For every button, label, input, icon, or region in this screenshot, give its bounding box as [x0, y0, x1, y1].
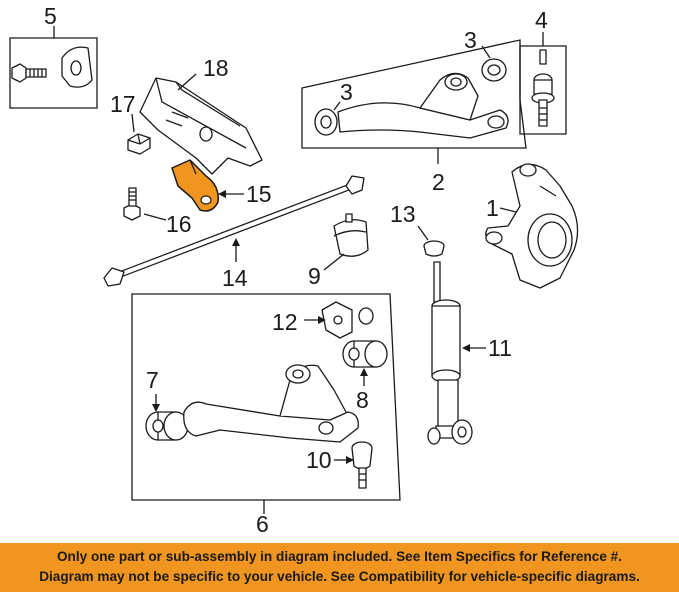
callout-13: 13 — [390, 201, 416, 227]
callout-8: 8 — [356, 387, 369, 413]
callout-9: 9 — [308, 263, 321, 289]
callout-2: 2 — [432, 169, 445, 195]
part-15-highlighted — [171, 159, 219, 212]
callout-5: 5 — [44, 3, 57, 29]
callout-16: 16 — [166, 211, 192, 237]
disclaimer-line-2: Diagram may not be specific to your vehi… — [39, 569, 640, 584]
callout-14: 14 — [222, 265, 248, 291]
callout-3-right: 3 — [464, 27, 477, 53]
callout-4: 4 — [535, 7, 548, 33]
callout-15: 15 — [246, 181, 272, 207]
callout-11: 11 — [488, 335, 512, 361]
part-17-nut — [127, 133, 151, 155]
part-6-lower-arm-box — [131, 293, 401, 514]
part-1-steering-knuckle — [485, 163, 579, 289]
callout-6: 6 — [256, 511, 269, 537]
part-9-bumper — [333, 213, 369, 257]
part-5-box — [9, 26, 98, 109]
callout-3-left: 3 — [340, 79, 353, 105]
callout-18: 18 — [203, 55, 229, 81]
part-11-shock-absorber — [427, 261, 473, 445]
suspension-exploded-diagram: 5 18 17 15 16 14 — [9, 3, 579, 537]
part-4-ball-joint-box — [519, 32, 567, 135]
callout-7: 7 — [146, 367, 159, 393]
disclaimer-line-1: Only one part or sub-assembly in diagram… — [56, 549, 623, 564]
callout-10: 10 — [306, 447, 332, 473]
part-18-frame-bracket — [139, 77, 263, 175]
part-2-upper-arm-box — [301, 39, 527, 164]
part-14-torsion-bar — [103, 175, 365, 287]
callout-1: 1 — [486, 195, 499, 221]
disclaimer-banner: Only one part or sub-assembly in diagram… — [0, 543, 679, 592]
part-13-cap — [423, 240, 445, 257]
callout-17: 17 — [110, 91, 136, 117]
part-16-bolt — [123, 187, 141, 221]
callout-12: 12 — [272, 309, 298, 335]
